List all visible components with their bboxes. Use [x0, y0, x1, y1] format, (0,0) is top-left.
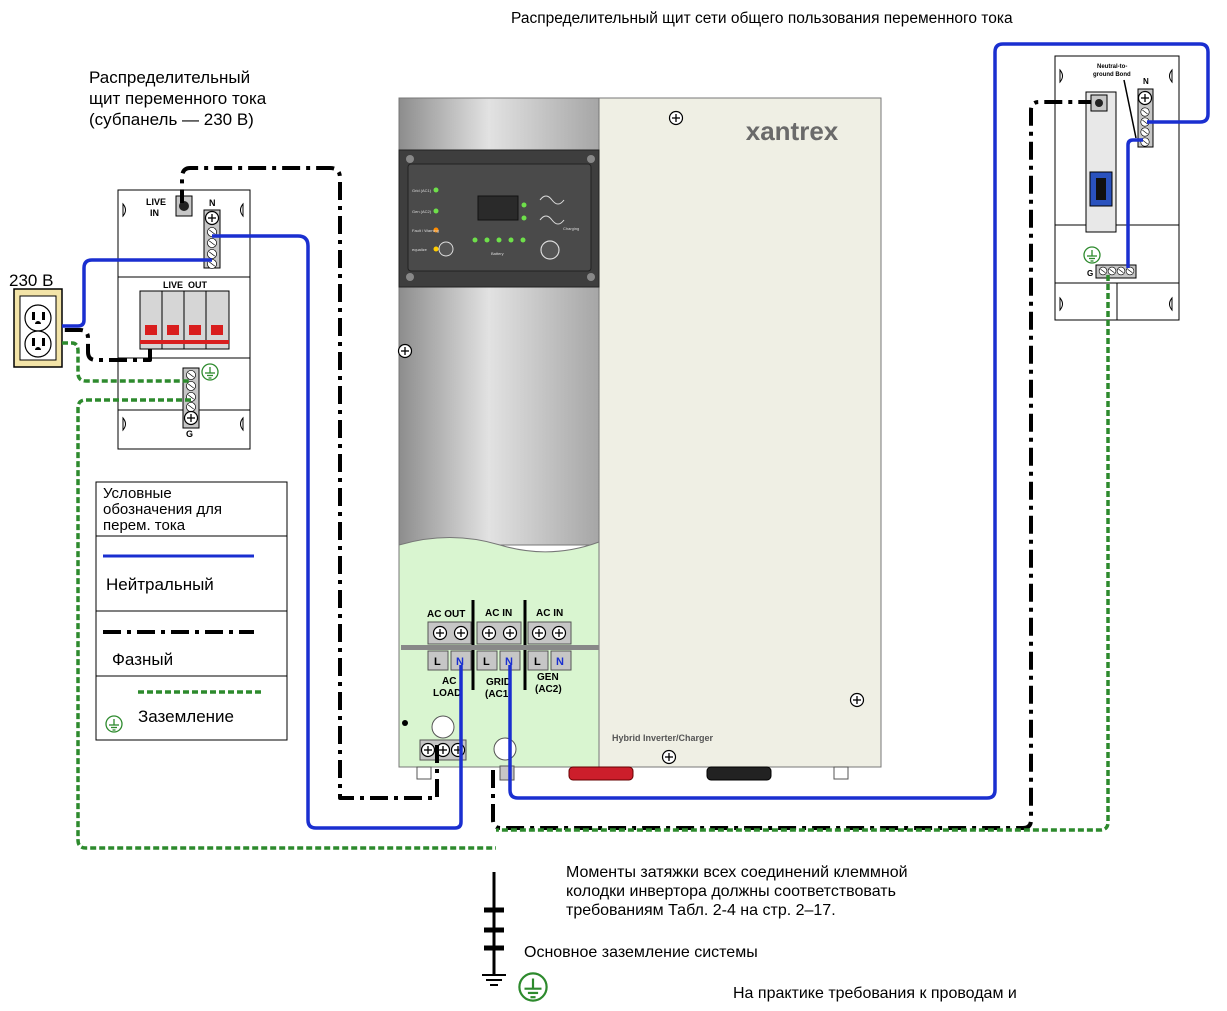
panel-label-fault: Fault / Warning — [412, 228, 439, 233]
terminal-grid-2: (AC1) — [485, 689, 512, 700]
terminal-l-2: L — [483, 656, 490, 668]
inverter-front-cover — [598, 97, 882, 768]
ground-wire-utility-main — [496, 275, 1110, 832]
ground-wire-outlet — [62, 341, 189, 383]
legend-ground-label: Заземление — [138, 707, 234, 726]
screw-icon — [397, 343, 413, 359]
neutral-wires — [62, 42, 1210, 830]
subpanel-ground-label: G — [186, 429, 193, 439]
phase-wires — [62, 100, 1091, 830]
terminal-load-2: LOAD — [433, 688, 461, 699]
charging-label: Charging — [563, 226, 579, 231]
main-ground-label: Основное заземление системы — [524, 944, 758, 961]
legend-phase-label: Фазный — [112, 650, 173, 669]
battery-cable-black — [706, 766, 772, 781]
bond-label-1: Neutral-to- — [1097, 64, 1127, 70]
subpanel: LIVE IN N LIVE OUT G — [117, 189, 251, 450]
model-label: Hybrid Inverter/Charger — [612, 733, 714, 743]
terminal-n-3: N — [556, 656, 564, 668]
inverter: xantrex Hybrid Inverter/Charger Grid (AC… — [397, 97, 882, 781]
battery-cable-red — [568, 766, 634, 781]
bond-label-2: ground Bond — [1093, 72, 1131, 78]
screw-icon — [849, 692, 865, 708]
outlet — [13, 288, 63, 368]
legend-title-1: Условные — [103, 485, 172, 502]
panel-label-grid: Grid (AC1) — [412, 188, 432, 193]
panel-display — [477, 195, 519, 221]
terminal-block: AC OUT AC IN AC IN L N L N L N AC L — [401, 600, 849, 781]
equalize-button[interactable] — [438, 241, 454, 257]
legend-title-2: обозначения для — [103, 501, 222, 518]
panel-label-gen: Gen (AC2) — [412, 209, 432, 214]
inverter-lower-panel — [398, 537, 600, 768]
neutral-wire-grid-utility — [508, 42, 1210, 800]
utility-ground-label: G — [1087, 269, 1093, 278]
phase-wire-grid-utility — [491, 100, 1091, 830]
utility-panel-title: Распределительный щит сети общего пользо… — [511, 10, 1013, 27]
terminal-l-3: L — [534, 656, 541, 668]
subpanel-title-1: Распределительный — [89, 68, 250, 87]
terminal-label-acout: AC OUT — [427, 609, 465, 620]
legend-title-3: перем. тока — [103, 517, 186, 534]
neutral-wire-acout-subpanel — [212, 234, 463, 830]
main-ground-electrode — [482, 872, 548, 1002]
utility-neutral-label: N — [1143, 77, 1149, 86]
outlet-voltage-label: 230 В — [9, 271, 53, 290]
terminal-load-1: AC — [442, 676, 456, 687]
ground-icon — [518, 972, 548, 1002]
control-panel: Grid (AC1) Gen (AC2) Fault / Warning equ… — [398, 149, 600, 288]
phase-wire-acout-subpanel — [180, 166, 439, 800]
panel-label-equalize: equalize — [412, 247, 428, 252]
brand-logo: xantrex — [746, 116, 839, 146]
neutral-bond-jumper — [1126, 138, 1143, 268]
terminal-label-acin1: AC IN — [485, 608, 512, 619]
subpanel-title-3: (субпанель — 230 В) — [89, 110, 254, 129]
legend: Условные обозначения для перем. тока Ней… — [95, 481, 288, 741]
terminal-grid-1: GRID — [486, 677, 511, 688]
torque-note-1: Моменты затяжки всех соединений клеммной — [566, 864, 908, 881]
neutral-wire-subpanel-outlet — [62, 258, 212, 328]
live-in-label-2: IN — [150, 208, 159, 218]
legend-neutral-label: Нейтральный — [106, 575, 214, 594]
power-button[interactable] — [540, 240, 560, 260]
screw-icon — [661, 749, 677, 765]
practice-note: На практике требования к проводам и — [733, 985, 1017, 1002]
ground-wires — [62, 275, 1110, 850]
subpanel-neutral-label: N — [209, 198, 216, 208]
terminal-label-acin2: AC IN — [536, 608, 563, 619]
phase-wire-subpanel-outlet — [62, 328, 152, 362]
terminal-n-2: N — [505, 656, 513, 668]
ground-wire-subpanel-main — [76, 398, 496, 850]
terminal-n-1: N — [456, 656, 464, 668]
utility-panel: Neutral-to- ground Bond N G — [1054, 55, 1180, 321]
torque-note-2: колодки инвертора должны соответствовать — [566, 883, 896, 900]
live-out-label: LIVE OUT — [163, 280, 208, 290]
torque-note-3: требованиям Табл. 2-4 на стр. 2–17. — [566, 902, 836, 919]
battery-label: Battery — [491, 251, 504, 256]
terminal-gen-2: (AC2) — [535, 684, 562, 695]
subpanel-title-2: щит переменного тока — [89, 89, 267, 108]
terminal-l-1: L — [434, 656, 441, 668]
terminal-gen-1: GEN — [537, 672, 559, 683]
screw-icon — [668, 110, 684, 126]
live-in-label: LIVE — [146, 197, 166, 207]
